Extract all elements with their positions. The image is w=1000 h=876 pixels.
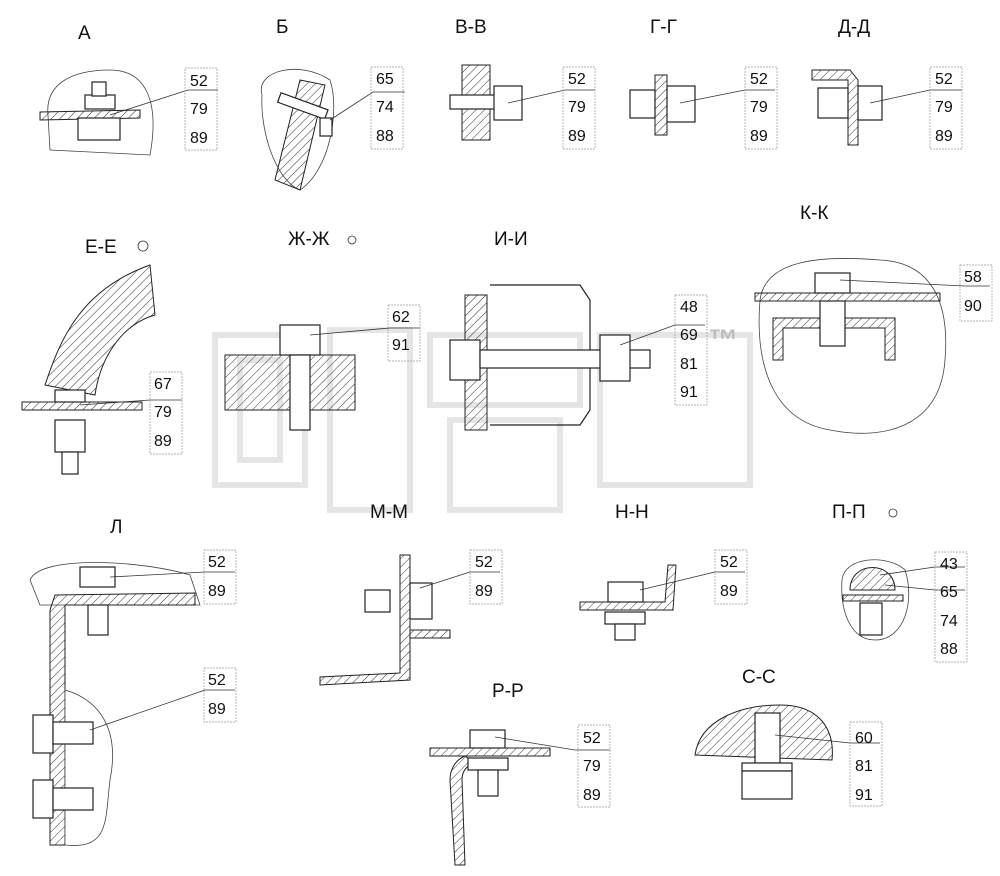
ref-table: 52 89: [714, 549, 748, 605]
ref-number: 81: [680, 356, 698, 373]
view-label: П-П: [832, 502, 866, 523]
ref-table: 60 81 91: [849, 721, 883, 807]
ref-number: 89: [935, 128, 953, 145]
ref-number: 79: [750, 99, 768, 116]
ref-number: 88: [376, 128, 394, 145]
view-label: Л: [110, 517, 122, 538]
ref-number: 90: [964, 298, 982, 315]
view-label: К-К: [800, 203, 828, 224]
ref-number: 89: [154, 433, 172, 450]
view-label: Д-Д: [838, 17, 870, 38]
view-ZhZh: Ж-Ж 62 91: [224, 229, 421, 431]
view-label: Н-Н: [615, 502, 649, 523]
ref-table: 52 89: [469, 549, 503, 605]
ref-table: 52 79 89: [929, 66, 963, 150]
view-label: Б: [276, 17, 288, 38]
view-label: Е-Е: [85, 237, 117, 258]
ref-number: 74: [940, 613, 958, 630]
view-L: Л 52 89 52 89: [29, 517, 237, 846]
view-label: В-В: [455, 17, 487, 38]
ref-number: 52: [750, 71, 768, 88]
ref-table: 52 89: [203, 549, 237, 605]
ref-table: 48 69 81 91: [674, 294, 708, 406]
ref-number: 52: [935, 71, 953, 88]
ref-number: 89: [583, 787, 601, 804]
view-DD: Д-Д 52 79 89: [811, 17, 963, 150]
ref-number: 89: [208, 583, 226, 600]
ref-number: 52: [720, 554, 738, 571]
ref-number: 52: [208, 554, 226, 571]
ref-number: 89: [568, 128, 586, 145]
ref-number: 89: [208, 701, 226, 718]
ref-number: 89: [720, 583, 738, 600]
ref-number: 43: [940, 556, 958, 573]
ref-number: 52: [208, 672, 226, 689]
ref-number: 67: [154, 376, 172, 393]
view-B: Б 65 74 88: [260, 17, 405, 191]
watermark-tm: ™: [708, 324, 738, 357]
ref-number: 48: [680, 299, 698, 316]
ref-table: 52 79 89: [744, 66, 778, 150]
view-label: Ж-Ж: [288, 229, 330, 250]
ref-table: 52 79 89: [184, 67, 218, 151]
ref-number: 88: [940, 641, 958, 658]
ref-table: 58 90: [959, 264, 993, 322]
ref-table: 65 74 88: [370, 66, 404, 150]
ref-table: 52 89: [203, 667, 237, 723]
view-label: С-С: [742, 667, 776, 688]
view-RR: Р-Р 52 79 89: [429, 681, 611, 866]
view-label: М-М: [370, 502, 408, 523]
ref-number: 52: [475, 554, 493, 571]
view-label: Г-Г: [650, 17, 677, 38]
view-GG: Г-Г 52 79 89: [629, 17, 778, 150]
view-A: А 52 79 89: [39, 23, 218, 156]
ref-number: 69: [680, 327, 698, 344]
ref-number: 79: [583, 758, 601, 775]
ref-table: 62 91: [387, 304, 421, 362]
ref-number: 89: [750, 128, 768, 145]
view-label: И-И: [494, 229, 528, 250]
view-PP: П-П 43 65 74 88: [832, 502, 968, 663]
view-KK: К-К 58 90: [754, 203, 993, 434]
view-SS: С-С 60 81 91: [694, 667, 883, 807]
ref-number: 52: [190, 73, 208, 90]
view-label: А: [78, 23, 91, 44]
ref-number: 60: [855, 730, 873, 747]
ref-number: 89: [475, 583, 493, 600]
ref-table: 67 79 89: [149, 371, 183, 455]
ref-number: 65: [940, 584, 958, 601]
ref-number: 58: [964, 269, 982, 286]
ref-number: 81: [855, 758, 873, 775]
ref-table: 43 65 74 88: [934, 551, 968, 663]
ref-number: 74: [376, 99, 394, 116]
ref-number: 62: [392, 309, 410, 326]
ref-number: 79: [568, 99, 586, 116]
ref-number: 91: [392, 337, 410, 354]
ref-number: 79: [935, 99, 953, 116]
ref-table: 52 79 89: [577, 724, 611, 808]
view-NN: Н-Н 52 89: [579, 502, 748, 641]
ref-number: 52: [583, 730, 601, 747]
ref-number: 91: [680, 384, 698, 401]
ref-number: 52: [568, 71, 586, 88]
ref-number: 91: [855, 787, 873, 804]
view-II: И-И 48 69 81 91: [449, 229, 708, 431]
view-VV: В-В 52 79 89: [449, 17, 596, 150]
view-MM: М-М 52 89: [319, 502, 503, 686]
ref-number: 79: [154, 404, 172, 421]
view-EE: Е-Е 67 79 89: [21, 237, 183, 475]
view-label: Р-Р: [492, 681, 524, 702]
ref-table: 52 79 89: [562, 66, 596, 150]
ref-number: 89: [190, 130, 208, 147]
ref-number: 65: [376, 71, 394, 88]
ref-number: 79: [190, 101, 208, 118]
